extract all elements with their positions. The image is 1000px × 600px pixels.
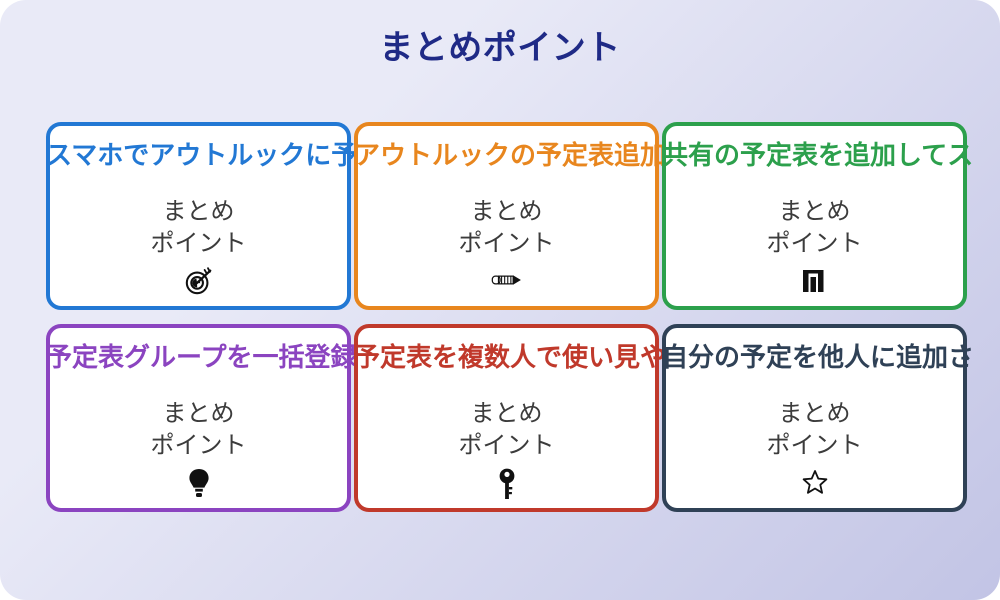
star-icon: [666, 468, 963, 495]
dart-target-icon: [50, 266, 347, 296]
card-3-body-line-1: まとめ: [778, 197, 851, 225]
card-2[interactable]: アウトルックの予定表追加 まとめ ポイント: [354, 122, 666, 310]
card-6-body: まとめ ポイント: [666, 398, 963, 461]
bar-chart-icon: [666, 266, 963, 294]
key-icon: [358, 468, 655, 500]
card-3[interactable]: 共有の予定表を追加してス まとめ ポイント: [662, 122, 973, 310]
card-3-body: まとめ ポイント: [666, 196, 963, 259]
card-5[interactable]: 予定表を複数人で使い見や まとめ ポイント: [354, 324, 666, 512]
card-3-body-line-2: ポイント: [766, 228, 863, 257]
pencil-icon: [358, 266, 655, 292]
card-6-body-line-2: ポイント: [766, 430, 863, 459]
card-1[interactable]: スマホでアウトルックに予 まとめ ポイント: [46, 122, 357, 310]
page-title: まとめポイント: [379, 28, 621, 68]
card-6-body-line-1: まとめ: [778, 399, 851, 427]
card-4-body-line-2: ポイント: [150, 430, 247, 459]
card-2-body-line-1: まとめ: [470, 197, 543, 225]
card-5-body: まとめ ポイント: [358, 398, 655, 461]
card-5-title: 予定表を複数人で使い見や: [354, 343, 667, 373]
card-6[interactable]: 自分の予定を他人に追加さ まとめ ポイント: [662, 324, 974, 512]
card-2-title: アウトルックの予定表追加: [354, 141, 667, 171]
card-2-body-line-2: ポイント: [458, 228, 555, 257]
card-3-title: 共有の予定表を追加してス: [662, 141, 974, 171]
lightbulb-icon: [50, 468, 347, 498]
card-1-body: まとめ ポイント: [50, 196, 347, 259]
card-4-title: 予定表グループを一括登録: [46, 343, 357, 373]
card-1-body-line-1: まとめ: [162, 197, 235, 225]
card-4[interactable]: 予定表グループを一括登録 まとめ ポイント: [46, 324, 356, 512]
card-1-title: スマホでアウトルックに予: [46, 141, 358, 171]
card-1-body-line-2: ポイント: [150, 228, 247, 257]
card-6-title: 自分の予定を他人に追加さ: [662, 343, 975, 373]
card-2-body: まとめ ポイント: [358, 196, 655, 259]
card-5-body-line-1: まとめ: [470, 399, 543, 427]
card-4-body-line-1: まとめ: [162, 399, 235, 427]
card-5-body-line-2: ポイント: [458, 430, 555, 459]
card-4-body: まとめ ポイント: [50, 398, 347, 461]
card-grid: スマホでアウトルックに予 まとめ ポイント アウトルックの予定表追加 まとめ: [46, 122, 974, 524]
